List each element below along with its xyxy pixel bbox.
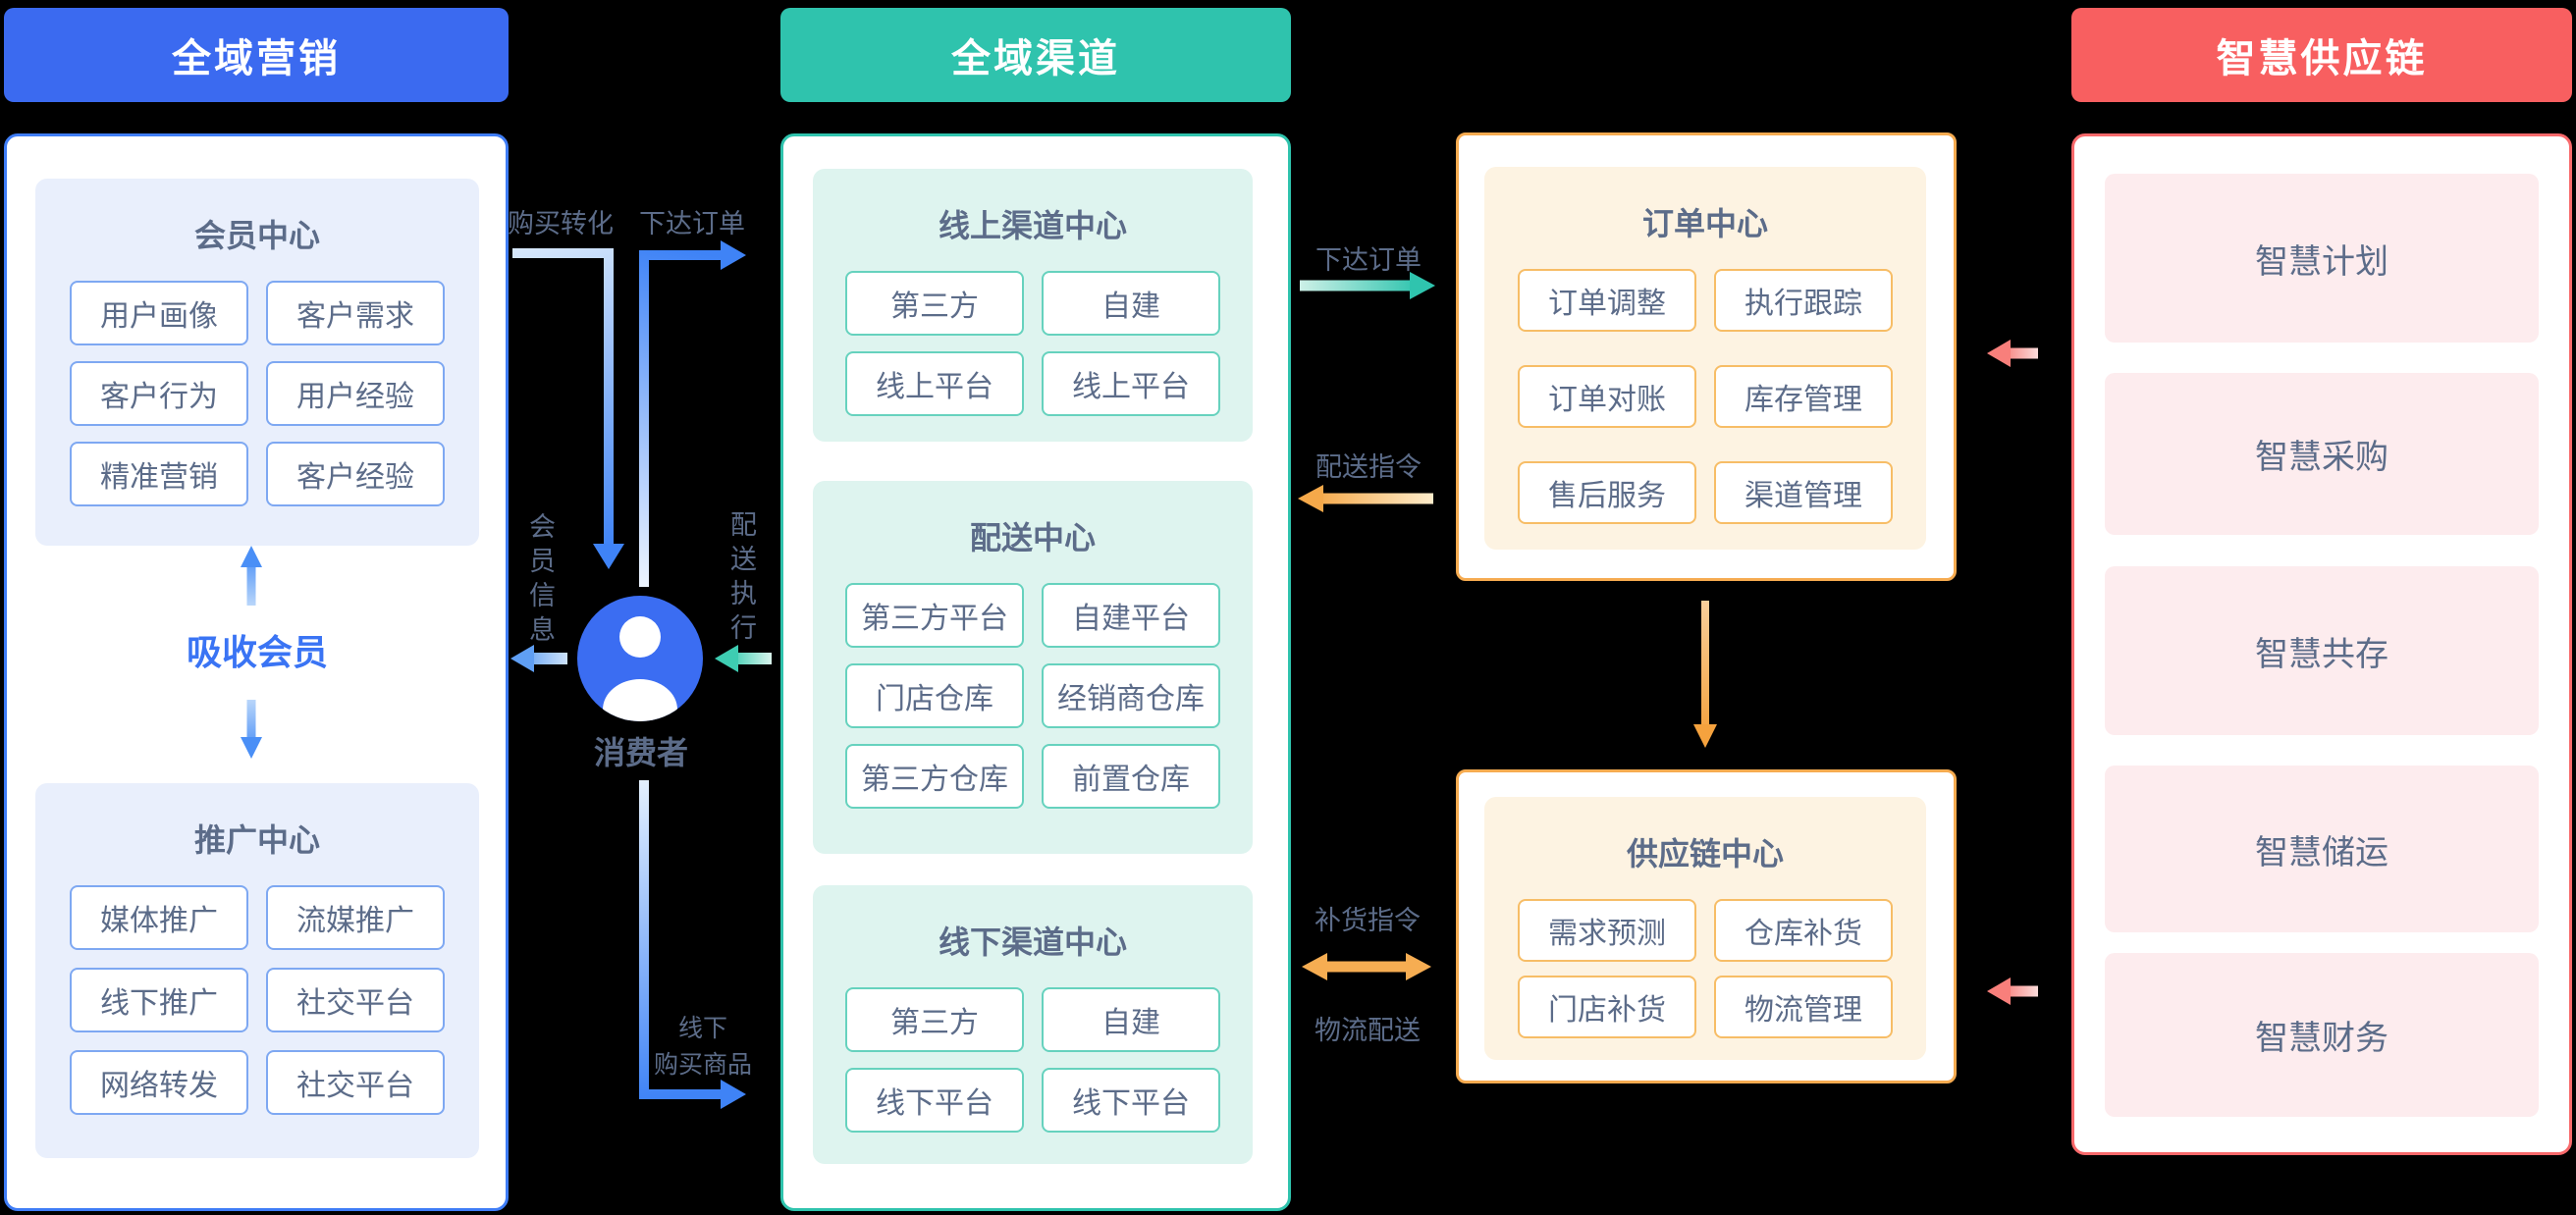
replenish-instruction-label: 补货指令	[1315, 906, 1421, 935]
offline-channel-grid: 第三方 自建 线下平台 线下平台	[813, 987, 1253, 1133]
smart-to-order-arrow	[1987, 340, 2038, 367]
order-center-grid: 订单调整 执行跟踪 订单对账 库存管理 售后服务 渠道管理	[1484, 269, 1926, 524]
delivery-execution-label: 配送执行	[726, 510, 756, 648]
offline-purchase-label: 线下 购买商品	[640, 1011, 766, 1083]
absorb-members-label: 吸收会员	[186, 632, 328, 672]
promotion-center-grid: 媒体推广 流媒推广 线下推广 社交平台 网络转发 社交平台	[35, 885, 479, 1115]
member-center-panel: 会员中心 用户画像 客户需求 客户行为 用户经验 精准营销 客户经验	[35, 179, 479, 546]
replenish-instruction-arrow	[1302, 953, 1431, 980]
promotion-center-item: 媒体推广	[70, 885, 248, 950]
supply-chain-center-item: 门店补货	[1518, 976, 1696, 1038]
member-center-item: 客户经验	[266, 442, 445, 506]
member-center-title: 会员中心	[193, 218, 320, 253]
offline-channel-panel: 线下渠道中心 第三方 自建 线下平台 线下平台	[813, 885, 1253, 1164]
delivery-instruction-arrow	[1298, 485, 1433, 512]
delivery-center-panel: 配送中心 第三方平台 自建平台 门店仓库 经销商仓库 第三方仓库 前置仓库	[813, 481, 1253, 854]
offline-purchase-label-line1: 线下	[677, 1015, 727, 1042]
marketing-header-label: 全域营销	[172, 37, 341, 80]
offline-channel-item: 自建	[1042, 987, 1220, 1052]
supply-chain-center-item: 物流管理	[1714, 976, 1893, 1038]
delivery-center-item: 前置仓库	[1042, 744, 1220, 809]
member-center-item: 用户经验	[266, 361, 445, 426]
channel-header: 全域渠道	[780, 8, 1291, 102]
smart-supply-item: 智慧计划	[2105, 174, 2539, 343]
online-channel-item: 线上平台	[845, 351, 1024, 416]
order-center-item: 执行跟踪	[1714, 269, 1893, 332]
place-order-channel-label: 下达订单	[1315, 245, 1422, 275]
logistics-delivery-label: 物流配送	[1315, 1016, 1421, 1045]
order-center-item: 订单对账	[1518, 365, 1696, 428]
marketing-header: 全域营销	[4, 8, 509, 102]
offline-channel-item: 线下平台	[1042, 1068, 1220, 1133]
online-channel-item: 自建	[1042, 271, 1220, 336]
promotion-center-item: 线下推广	[70, 968, 248, 1032]
channel-header-label: 全域渠道	[951, 37, 1120, 80]
supply-chain-center-title: 供应链中心	[1626, 836, 1784, 872]
supply-chain-center-panel: 供应链中心 需求预测 仓库补货 门店补货 物流管理	[1484, 797, 1926, 1060]
promotion-center-item: 社交平台	[266, 1050, 445, 1115]
member-center-item: 客户行为	[70, 361, 248, 426]
member-info-label: 会员信息	[525, 512, 555, 650]
smart-to-supply-arrow	[1987, 977, 2038, 1005]
offline-channel-title: 线下渠道中心	[938, 924, 1127, 960]
smart-supply-header: 智慧供应链	[2071, 8, 2572, 102]
offline-channel-item: 线下平台	[845, 1068, 1024, 1133]
order-center-item: 库存管理	[1714, 365, 1893, 428]
delivery-execution-arrow	[715, 645, 772, 672]
order-center-item: 订单调整	[1518, 269, 1696, 332]
promotion-center-panel: 推广中心 媒体推广 流媒推广 线下推广 社交平台 网络转发 社交平台	[35, 783, 479, 1158]
offline-purchase-label-line2: 购买商品	[653, 1051, 752, 1079]
delivery-center-item: 门店仓库	[845, 663, 1024, 728]
consumer-icon	[577, 596, 703, 721]
offline-channel-item: 第三方	[845, 987, 1024, 1052]
supply-chain-center-item: 仓库补货	[1714, 899, 1893, 962]
online-channel-item: 线上平台	[1042, 351, 1220, 416]
delivery-center-item: 第三方平台	[845, 583, 1024, 648]
delivery-center-item: 自建平台	[1042, 583, 1220, 648]
promotion-center-item: 网络转发	[70, 1050, 248, 1115]
promotion-center-title: 推广中心	[193, 822, 320, 858]
delivery-center-item: 第三方仓库	[845, 744, 1024, 809]
supply-chain-center-item: 需求预测	[1518, 899, 1696, 962]
supply-chain-center-grid: 需求预测 仓库补货 门店补货 物流管理	[1484, 899, 1926, 1038]
member-center-item: 精准营销	[70, 442, 248, 506]
online-channel-title: 线上渠道中心	[938, 208, 1127, 243]
smart-supply-item: 智慧财务	[2105, 953, 2539, 1117]
delivery-instruction-label: 配送指令	[1315, 452, 1422, 482]
delivery-center-title: 配送中心	[969, 520, 1096, 555]
member-center-grid: 用户画像 客户需求 客户行为 用户经验 精准营销 客户经验	[35, 281, 479, 506]
delivery-center-item: 经销商仓库	[1042, 663, 1220, 728]
order-center-panel: 订单中心 订单调整 执行跟踪 订单对账 库存管理 售后服务 渠道管理	[1484, 167, 1926, 550]
purchase-conversion-label: 购买转化	[508, 209, 614, 238]
smart-supply-header-label: 智慧供应链	[2216, 37, 2428, 80]
promotion-center-item: 流媒推广	[266, 885, 445, 950]
delivery-center-grid: 第三方平台 自建平台 门店仓库 经销商仓库 第三方仓库 前置仓库	[813, 583, 1253, 809]
order-center-item: 售后服务	[1518, 461, 1696, 524]
online-channel-item: 第三方	[845, 271, 1024, 336]
member-center-item: 用户画像	[70, 281, 248, 345]
place-order-consumer-label: 下达订单	[639, 209, 745, 238]
consumer-label: 消费者	[593, 735, 688, 770]
member-center-item: 客户需求	[266, 281, 445, 345]
order-center-item: 渠道管理	[1714, 461, 1893, 524]
online-channel-grid: 第三方 自建 线上平台 线上平台	[813, 271, 1253, 416]
smart-supply-item: 智慧共存	[2105, 566, 2539, 735]
order-center-title: 订单中心	[1641, 206, 1768, 241]
online-channel-panel: 线上渠道中心 第三方 自建 线上平台 线上平台	[813, 169, 1253, 442]
order-to-supply-arrow	[1693, 601, 1717, 748]
smart-supply-item: 智慧储运	[2105, 766, 2539, 932]
promotion-center-item: 社交平台	[266, 968, 445, 1032]
smart-supply-item: 智慧采购	[2105, 373, 2539, 535]
